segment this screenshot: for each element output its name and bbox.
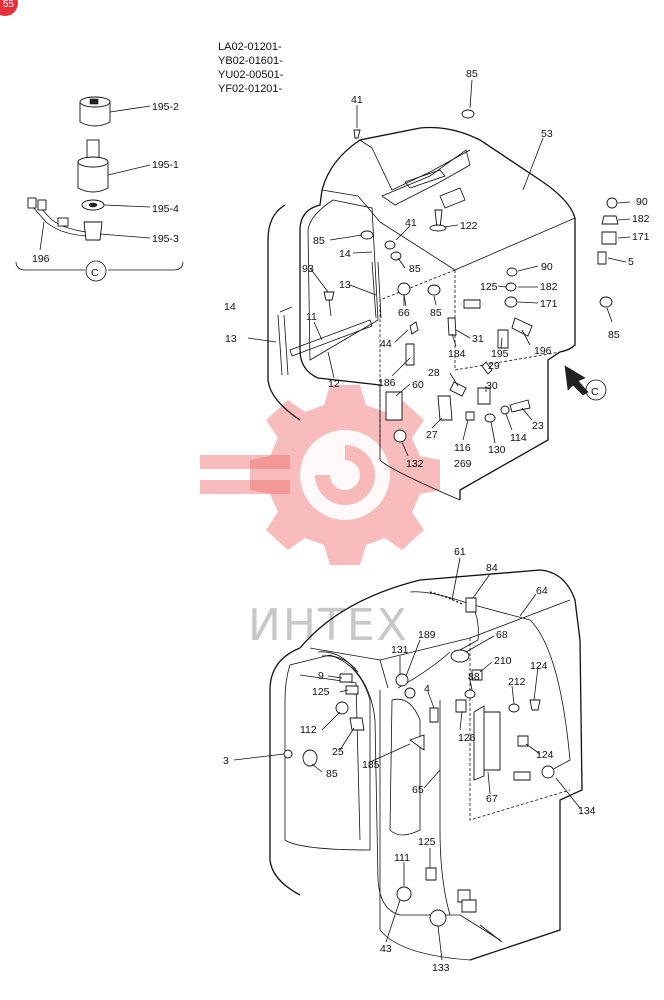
label-93: 93 (302, 263, 314, 275)
label-27: 27 (426, 429, 438, 441)
label-67: 67 (486, 793, 498, 805)
label-13: 13 (225, 333, 237, 345)
watermark-text: ИНТЕХ (248, 600, 409, 651)
label-195: 195 (491, 348, 509, 360)
label-23: 23 (532, 420, 544, 432)
label-3: 3 (223, 755, 229, 767)
label-184: 184 (448, 348, 466, 360)
label-116: 116 (454, 442, 471, 454)
label-186: 186 (378, 377, 396, 389)
label-195-4: 195-4 (152, 203, 179, 215)
label-125: 125 (418, 836, 436, 848)
label-31: 31 (472, 333, 484, 345)
label-29: 29 (488, 360, 500, 372)
label-111: 111 (394, 852, 410, 864)
label-112: 112 (300, 724, 317, 736)
label-61: 61 (454, 546, 466, 558)
label-122: 122 (460, 220, 478, 232)
label-171: 171 (632, 231, 650, 243)
view-c-marker: C (91, 267, 99, 279)
label-124: 124 (536, 749, 554, 761)
label-185: 185 (362, 759, 380, 771)
label-85: 85 (608, 329, 620, 341)
label-53: 53 (541, 128, 553, 140)
label-196: 196 (534, 345, 552, 357)
label-30: 30 (486, 380, 498, 392)
label-5: 5 (628, 256, 634, 268)
label-60: 60 (412, 379, 424, 391)
label-189: 189 (418, 629, 436, 641)
label-171: 171 (540, 298, 558, 310)
label-4: 4 (424, 683, 430, 695)
label-66: 66 (398, 307, 410, 319)
label-124: 124 (530, 660, 548, 672)
label-85: 85 (313, 235, 325, 247)
label-13: 13 (339, 279, 351, 291)
label-84: 84 (486, 562, 498, 574)
label-125: 125 (312, 686, 330, 698)
label-195-3: 195-3 (152, 233, 179, 245)
serial-line: YU02-00501- (218, 69, 284, 81)
label-85: 85 (430, 307, 442, 319)
label-85: 85 (466, 68, 478, 80)
detail-c-group: 195-2 195-1 195-4 195-3 196 C (15, 96, 184, 282)
label-133: 133 (432, 962, 450, 974)
label-9: 9 (318, 670, 324, 682)
label-195-2: 195-2 (152, 101, 179, 113)
serial-number-block: LA02-01201- YB02-01601- YU02-00501- YF02… (218, 40, 283, 96)
lower-cab-drawing: 61 84 64 189 68 131 210 9 88 124 4 212 1… (223, 546, 596, 974)
watermark-logo (200, 385, 440, 565)
label-134: 134 (578, 805, 596, 817)
label-11: 11 (306, 311, 317, 323)
label-195-1: 195-1 (152, 159, 179, 171)
label-132: 132 (406, 458, 424, 470)
label-28: 28 (428, 367, 440, 379)
label-90: 90 (636, 196, 648, 208)
label-85: 85 (409, 263, 421, 275)
label-85: 85 (326, 768, 338, 780)
label-196: 196 (32, 253, 50, 265)
label-41: 41 (351, 94, 363, 106)
label-68: 68 (496, 629, 508, 641)
serial-line: YF02-01201- (218, 83, 283, 95)
label-44: 44 (380, 338, 392, 350)
serial-line: YB02-01601- (218, 55, 283, 67)
label-90: 90 (541, 261, 553, 273)
view-c-arrow-marker: C (591, 386, 599, 398)
upper-cab-drawing: C (224, 68, 650, 501)
label-131: 131 (391, 644, 409, 656)
label-126: 126 (458, 732, 476, 744)
label-210: 210 (494, 655, 512, 667)
label-41: 41 (405, 217, 417, 229)
label-65: 65 (412, 784, 424, 796)
label-269: 269 (454, 458, 472, 470)
label-25: 25 (332, 746, 344, 758)
label-12: 12 (328, 378, 340, 390)
label-43: 43 (380, 943, 392, 955)
page-badge: 55 (0, 0, 18, 16)
label-88: 88 (468, 671, 480, 683)
label-130: 130 (488, 444, 506, 456)
label-64: 64 (536, 585, 548, 597)
label-125: 125 (480, 281, 498, 293)
label-14: 14 (339, 248, 351, 260)
label-182: 182 (540, 281, 558, 293)
label-212: 212 (508, 676, 526, 688)
label-182: 182 (632, 213, 650, 225)
serial-line: LA02-01201- (218, 41, 282, 53)
label-14: 14 (224, 301, 236, 313)
label-114: 114 (510, 432, 527, 444)
